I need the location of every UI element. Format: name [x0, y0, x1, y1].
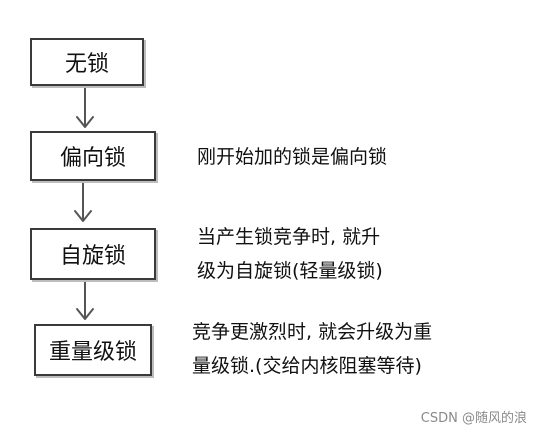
watermark: CSDN @随风的浪	[420, 411, 527, 426]
state-no-lock: 无锁	[30, 38, 144, 86]
note-biased-lock: 刚开始加的锁是偏向锁	[197, 140, 387, 174]
note-heavyweight-lock: 竞争更激烈时, 就会升级为重 量级锁.(交给内核阻塞等待)	[192, 315, 432, 383]
note-line: 级为自旋锁(轻量级锁)	[197, 260, 383, 282]
note-line: 量级锁.(交给内核阻塞等待)	[192, 355, 422, 377]
arrow-spin-to-heavyweight	[76, 281, 94, 320]
note-spin-lock: 当产生锁竞争时, 就升 级为自旋锁(轻量级锁)	[197, 220, 383, 288]
arrow-biased-to-spin	[74, 181, 92, 222]
note-line: 竞争更激烈时, 就会升级为重	[192, 321, 433, 343]
note-line: 当产生锁竞争时, 就升	[197, 226, 381, 248]
arrow-no-lock-to-biased	[76, 87, 94, 128]
note-line: 刚开始加的锁是偏向锁	[197, 146, 388, 168]
state-biased-lock: 偏向锁	[30, 131, 156, 181]
state-spin-lock: 自旋锁	[30, 228, 156, 280]
state-heavyweight-lock: 重量级锁	[34, 324, 152, 376]
